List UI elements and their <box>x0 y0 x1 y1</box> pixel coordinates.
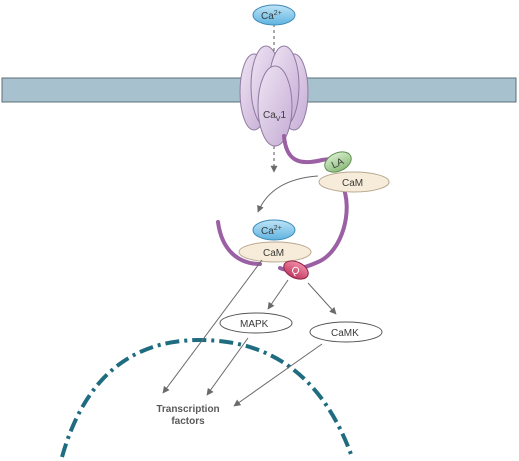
la-domain: LA <box>324 151 352 173</box>
svg-text:Ca2+: Ca2+ <box>261 225 282 237</box>
svg-text:LA: LA <box>330 156 346 171</box>
cav1-channel <box>239 45 309 147</box>
svg-text:Ca2+: Ca2+ <box>261 10 282 22</box>
q-motif: Q <box>283 260 309 280</box>
mapk-to-tf-arrow <box>206 337 249 396</box>
cam-translocation-arrow <box>257 175 319 213</box>
channel-label: CaV1 <box>263 110 286 123</box>
q-to-mapk-arrow <box>267 279 289 310</box>
svg-text:CaM: CaM <box>342 178 363 189</box>
transcription-factors-label-line2: factors <box>171 416 205 427</box>
camk-to-tf-arrow <box>233 343 323 407</box>
cam-upper: CaM <box>318 171 390 193</box>
svg-text:CaMK: CaMK <box>331 328 359 339</box>
calcium-ion-extracellular: Ca2+ <box>252 4 296 26</box>
svg-text:Q: Q <box>289 265 301 278</box>
camk-node: CaMK <box>309 321 383 343</box>
calcium-ion-cytoplasmic: Ca2+ <box>252 219 296 241</box>
mapk-node: MAPK <box>219 312 293 334</box>
cam-lower: CaM <box>238 241 312 263</box>
cam-to-tf-arrow <box>162 259 263 394</box>
svg-text:CaM: CaM <box>263 248 284 259</box>
svg-text:MAPK: MAPK <box>240 319 269 330</box>
q-to-camk-arrow <box>307 282 337 315</box>
transcription-factors-label: Transcription <box>156 404 219 415</box>
nuclear-envelope <box>60 337 354 458</box>
